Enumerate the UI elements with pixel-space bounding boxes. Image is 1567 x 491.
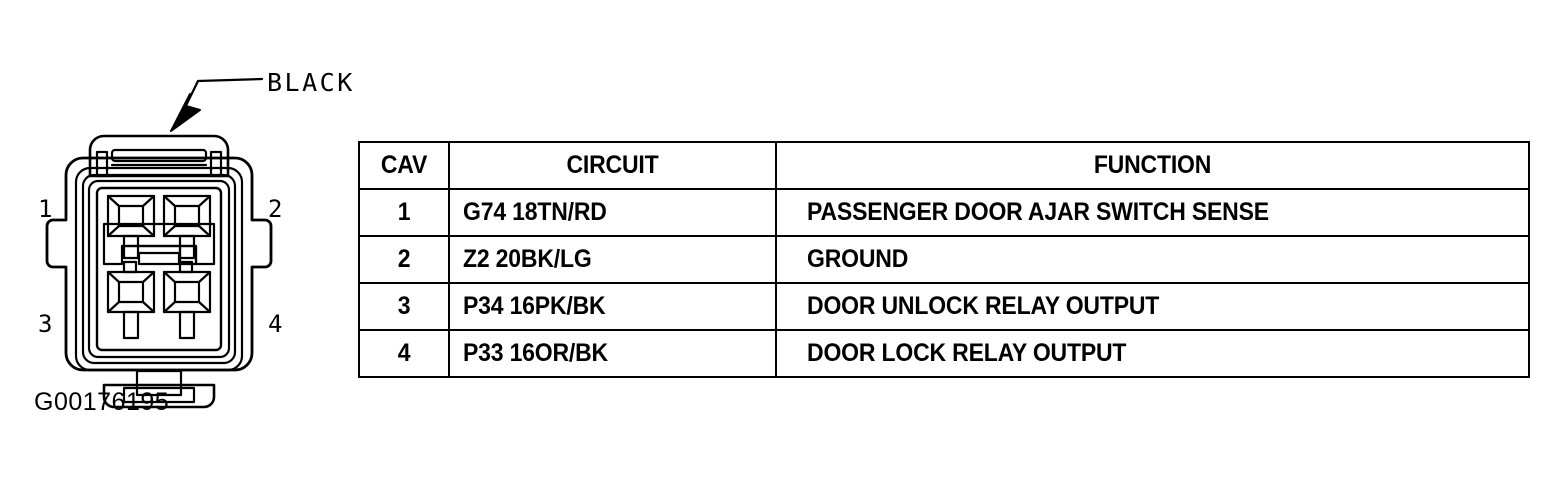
cavity-number-1: 1 (38, 195, 53, 223)
connector-color-label: BLACK (267, 68, 355, 97)
pinout-table-body: 1 G74 18TN/RD PASSENGER DOOR AJAR SWITCH… (359, 188, 1529, 378)
pinout-table: CAV CIRCUIT FUNCTION 1 G74 18TN/RD PASSE… (358, 141, 1530, 378)
connector-top-latch (88, 134, 230, 178)
connector-cavity-face (95, 186, 223, 352)
cavity-number-4: 4 (268, 310, 283, 338)
connector-illustration (0, 0, 360, 440)
cell-circuit: P34 16PK/BK (461, 282, 764, 331)
figure-id-label: G00176195 (34, 388, 170, 416)
connector-bottom-stem (102, 369, 216, 409)
header-cav: CAV (361, 141, 447, 190)
connector-bezel-rings (74, 166, 244, 372)
leader-line-icon (170, 77, 264, 132)
cell-circuit: Z2 20BK/LG (461, 235, 764, 284)
cavity-4 (162, 260, 212, 340)
table-row: 4 P33 16OR/BK DOOR LOCK RELAY OUTPUT (359, 329, 1529, 378)
header-circuit: CIRCUIT (461, 141, 764, 190)
table-row: 1 G74 18TN/RD PASSENGER DOOR AJAR SWITCH… (359, 188, 1529, 237)
cell-function: PASSENGER DOOR AJAR SWITCH SENSE (805, 188, 1500, 237)
connector-internal-keying (102, 222, 216, 266)
header-function: FUNCTION (805, 141, 1500, 190)
cell-circuit: G74 18TN/RD (461, 188, 764, 237)
table-header-row: CAV CIRCUIT FUNCTION (359, 141, 1529, 190)
cell-circuit: P33 16OR/BK (461, 329, 764, 378)
table-row: 3 P34 16PK/BK DOOR UNLOCK RELAY OUTPUT (359, 282, 1529, 331)
cavity-3 (106, 260, 156, 340)
cell-function: GROUND (805, 235, 1500, 284)
cell-cav: 3 (361, 282, 447, 331)
cell-function: DOOR UNLOCK RELAY OUTPUT (805, 282, 1500, 331)
cell-cav: 1 (361, 188, 447, 237)
cavity-number-3: 3 (38, 310, 53, 338)
cell-cav: 2 (361, 235, 447, 284)
cavity-1 (106, 194, 156, 260)
connector-outer-shell (45, 156, 273, 372)
table-row: 2 Z2 20BK/LG GROUND (359, 235, 1529, 284)
cell-cav: 4 (361, 329, 447, 378)
cavity-2 (162, 194, 212, 260)
cavity-number-2: 2 (268, 195, 283, 223)
cell-function: DOOR LOCK RELAY OUTPUT (805, 329, 1500, 378)
